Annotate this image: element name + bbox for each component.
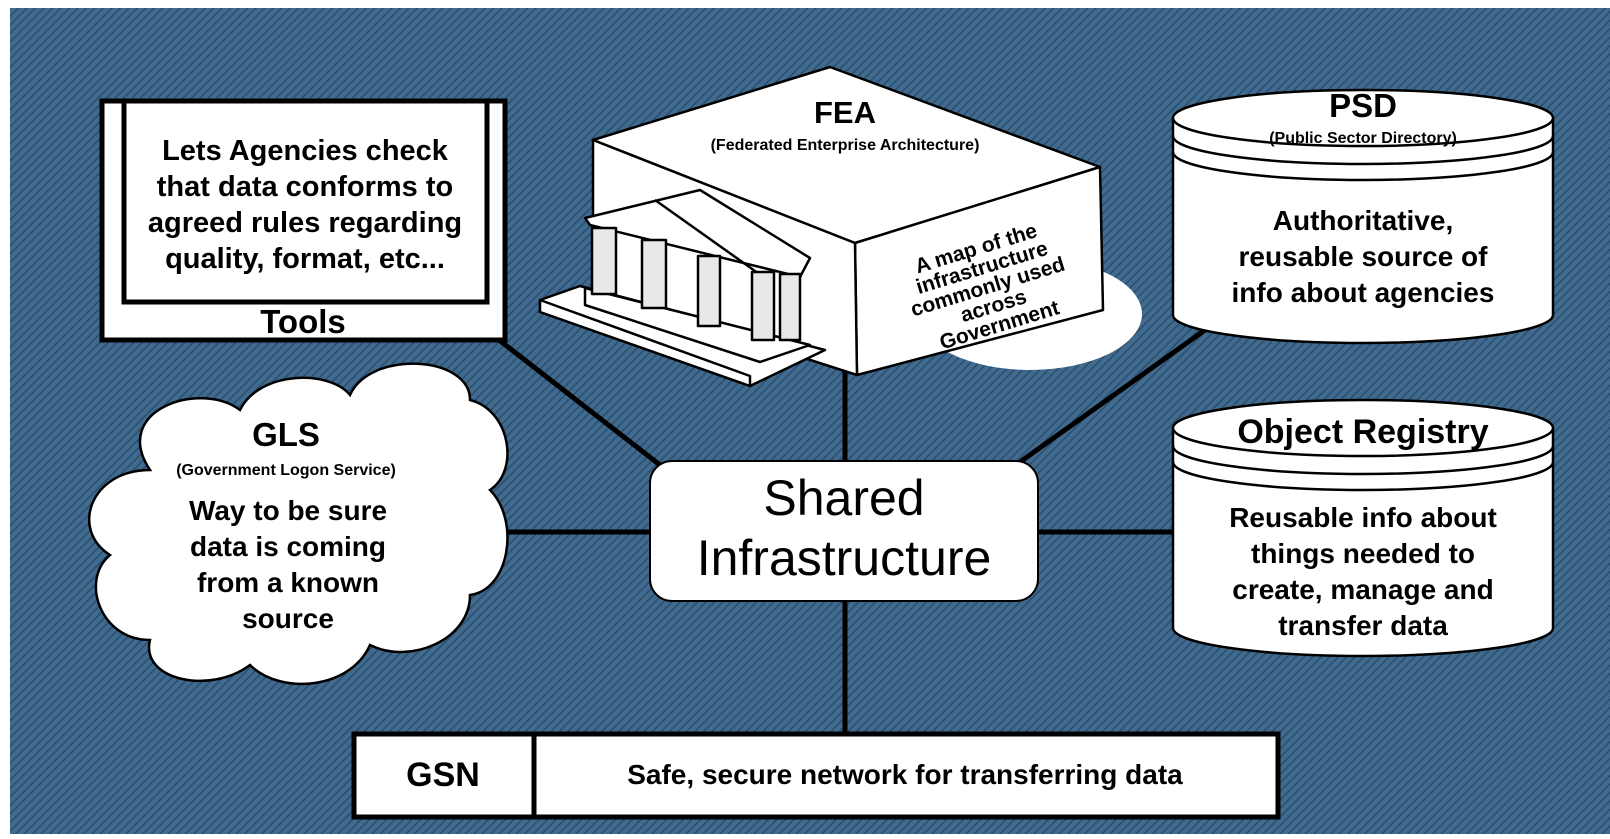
fea-column-1 xyxy=(590,226,618,296)
psd-title: PSD xyxy=(1329,87,1397,124)
object-registry-node xyxy=(1171,398,1555,658)
gls-text-line-2: data is coming xyxy=(190,531,386,562)
gls-node xyxy=(87,362,509,686)
shared-infrastructure-node: Shared Infrastructure xyxy=(649,460,1039,602)
connectors xyxy=(480,327,1207,733)
gls-cloud-shape xyxy=(87,362,509,686)
object-registry-title: Object Registry xyxy=(1237,413,1488,451)
fea-subtitle: (Federated Enterprise Architecture) xyxy=(711,137,980,154)
tools-text-line-4: quality, format, etc... xyxy=(165,243,445,275)
psd-band-2 xyxy=(1171,151,1555,182)
object-registry-band-1 xyxy=(1171,445,1555,476)
fea-portico-ridge xyxy=(654,198,763,278)
object-registry-text-line-4: transfer data xyxy=(1278,610,1448,641)
connector-psd xyxy=(1018,327,1207,465)
tools-node: Lets Agencies check that data conforms t… xyxy=(99,98,508,343)
fea-node: FEA (Federated Enterprise Architecture) … xyxy=(538,65,1142,388)
gsn-node: GSN Safe, secure network for transferrin… xyxy=(351,731,1281,820)
gls-text-line-1: Way to be sure xyxy=(189,495,387,526)
gsn-box xyxy=(351,731,1281,820)
psd-text-line-1: Authoritative, xyxy=(1273,205,1453,236)
connector-tools xyxy=(488,331,662,467)
gls-text-line-3: from a known xyxy=(197,567,379,598)
psd-node xyxy=(1171,88,1555,345)
fea-column-3 xyxy=(696,254,722,328)
shared-infrastructure-line-1: Shared xyxy=(763,470,924,526)
fea-base-edge xyxy=(538,298,752,388)
tools-text-line-1: Lets Agencies check xyxy=(162,135,449,167)
fea-title: FEA xyxy=(814,95,876,130)
fea-column-4 xyxy=(750,270,776,342)
object-registry-text-line-3: create, manage and xyxy=(1232,574,1493,605)
tools-title: Tools xyxy=(260,303,346,340)
psd-band-1 xyxy=(1171,135,1555,166)
psd-body xyxy=(1171,116,1555,345)
tools-text-line-3: agreed rules regarding xyxy=(148,207,462,239)
tools-text-line-2: that data conforms to xyxy=(157,171,453,203)
shared-infrastructure-line-2: Infrastructure xyxy=(697,530,992,586)
psd-text-line-2: reusable source of xyxy=(1239,241,1489,272)
fea-column-2 xyxy=(640,238,668,310)
gls-text-line-4: source xyxy=(242,603,334,634)
object-registry-text-line-2: things needed to xyxy=(1251,538,1475,569)
fea-column-5 xyxy=(778,272,802,342)
shared-infrastructure-box xyxy=(649,460,1039,602)
tools-screen xyxy=(121,98,490,305)
gls-subtitle: (Government Logon Service) xyxy=(176,462,396,479)
fea-portico-roof xyxy=(583,188,812,279)
object-registry-body xyxy=(1171,426,1555,658)
gsn-description: Safe, secure network for transferring da… xyxy=(627,759,1183,790)
psd-text-line-3: info about agencies xyxy=(1232,277,1495,308)
object-registry-top xyxy=(1171,398,1555,458)
psd-top xyxy=(1171,88,1555,148)
gls-title: GLS xyxy=(252,416,320,453)
gsn-label: GSN xyxy=(406,756,480,794)
object-registry-band-2 xyxy=(1171,461,1555,492)
object-registry-text-line-1: Reusable info about xyxy=(1229,502,1497,533)
psd-subtitle: (Public Sector Directory) xyxy=(1269,130,1457,147)
